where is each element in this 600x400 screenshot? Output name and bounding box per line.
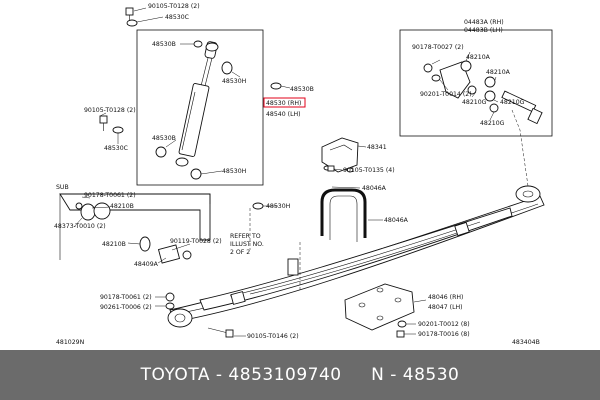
label-48530h-a: 48530H	[222, 78, 247, 85]
footer-text: TOYOTA - 4853109740 N - 48530	[140, 365, 460, 385]
label-sub: SUB	[56, 184, 69, 191]
nut-90178-t0061	[165, 292, 175, 302]
bushing-48530h-top	[221, 61, 233, 75]
label-48530-rh: 48530 (RH)	[266, 100, 301, 107]
washer-48530b-right	[270, 82, 282, 90]
hanger-plate-48409a	[157, 244, 181, 264]
bushing-48210b-rear	[139, 236, 151, 252]
label-48530c-left: 48530C	[104, 145, 128, 152]
label-48210a-a: 48210A	[466, 54, 491, 61]
label-48530c-top: 48530C	[165, 14, 189, 21]
part-number-footer: TOYOTA - 4853109740 N - 48530	[0, 350, 600, 400]
bushing-48530b-top	[193, 40, 203, 48]
label-90105-t0146: 90105-T0146 (2)	[247, 333, 299, 340]
label-48210g-a: 48210G	[462, 99, 487, 106]
bushing-48210a-1	[460, 60, 472, 72]
label-48046a-top: 48046A	[362, 185, 387, 192]
bushing-48210a-2	[484, 76, 496, 88]
label-48047-lh: 48047 (LH)	[428, 304, 463, 311]
label-90105-t0135: 90105-T0135 (4)	[343, 167, 395, 174]
nut-90201-t0012	[397, 320, 407, 328]
label-48530h-b: 48530H	[222, 168, 247, 175]
bushing-48530h-low	[190, 168, 202, 180]
nut-90178-t0027	[423, 63, 433, 73]
bushing-48210g-2	[484, 90, 496, 102]
label-48530b-b: 48530B	[152, 135, 176, 142]
label-48046a-mid: 48046A	[384, 217, 409, 224]
label-48210b-a: 48210B	[110, 203, 134, 210]
spring-seat-plate	[344, 283, 415, 331]
washer-90201-t0014	[431, 74, 441, 82]
bushing-48530b-low	[155, 146, 167, 158]
label-90178-t0061-a: 90178-T0061 (2)	[84, 192, 136, 199]
washer-90261-t0006	[165, 302, 175, 310]
label-48210g-c: 48210G	[480, 120, 505, 127]
u-bolt-48046a	[320, 188, 367, 242]
label-48540-lh: 48540 (LH)	[266, 111, 301, 118]
label-48530b-a: 48530B	[152, 41, 176, 48]
top-bolt	[125, 7, 134, 21]
label-refer-2: ILLUST NO.	[230, 241, 264, 248]
left-bolt	[99, 115, 108, 131]
label-90105-t0128-top: 90105-T0128 (2)	[148, 3, 200, 10]
label-90178-t0027: 90178-T0027 (2)	[412, 44, 464, 51]
bushing-48210b-front	[80, 203, 96, 221]
shackle-group-frame	[399, 29, 553, 137]
highlight-box	[263, 97, 306, 108]
label-refer-3: 2 OF 2	[230, 249, 250, 256]
label-90178-t0016: 90178-T0016 (8)	[418, 331, 470, 338]
label-90178-t0061-b: 90178-T0061 (2)	[100, 294, 152, 301]
shock-absorber-group-frame	[136, 29, 264, 186]
label-04483b-lh: 04483B (LH)	[464, 27, 503, 34]
label-90261-t0006: 90261-T0006 (2)	[100, 304, 152, 311]
leaf-spring	[167, 185, 545, 328]
label-48530b-r: 48530B	[290, 86, 314, 93]
label-04483a-rh: 04483A (RH)	[464, 19, 504, 26]
label-90201-t0012: 90201-T0012 (8)	[418, 321, 470, 328]
bushing-48210g-1	[467, 85, 477, 95]
bushing-48210g-3	[489, 103, 499, 113]
shock-absorber	[175, 41, 219, 167]
label-48373-t0010: 48373-T0010 (2)	[54, 223, 106, 230]
parts-diagram: 90105-T0128 (2) 48530C 48530B 48530H 485…	[54, 3, 553, 346]
label-refer-1: REFER TO	[230, 233, 261, 240]
spring-eye-bolt	[207, 327, 234, 338]
label-48530h-c: 48530H	[266, 203, 291, 210]
label-48210a-b: 48210A	[486, 69, 511, 76]
left-washer	[112, 126, 124, 134]
top-washer	[126, 19, 138, 27]
label-48210g-b: 48210G	[500, 99, 525, 106]
washer-48530h-bottom	[252, 202, 264, 210]
label-90201-t0014: 90201-T0014 (2)	[420, 91, 472, 98]
nut-90178-t0016	[396, 330, 405, 338]
label-code-left: 481029N	[56, 339, 85, 346]
label-48046-rh: 48046 (RH)	[428, 294, 463, 301]
label-90105-t0128-left: 90105-T0128 (2)	[84, 107, 136, 114]
label-48409a: 48409A	[134, 261, 159, 268]
label-48341: 48341	[367, 144, 387, 151]
bracket-bolt	[327, 165, 335, 172]
label-code-right: 483404B	[512, 339, 540, 346]
shackle-pin	[501, 90, 543, 125]
label-90119-t0028: 90119-T0028 (2)	[170, 238, 222, 245]
label-48210b-b: 48210B	[102, 241, 126, 248]
